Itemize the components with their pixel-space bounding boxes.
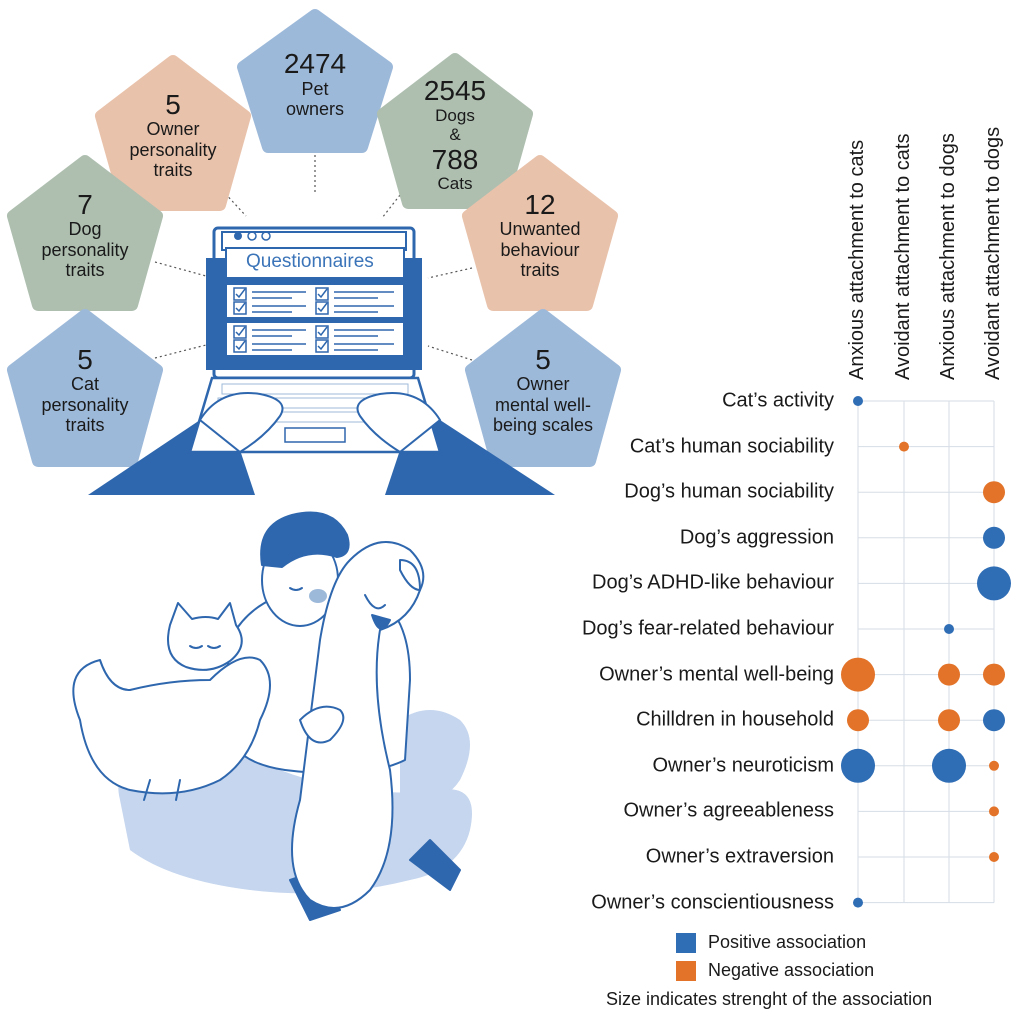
association-bubble	[938, 663, 960, 686]
association-bubble	[983, 709, 1005, 732]
dogs-label: Dogs	[435, 105, 475, 125]
association-bubble	[899, 441, 909, 452]
row-label: Cat’s activity	[722, 389, 834, 412]
checkbox-icon	[315, 339, 329, 353]
owner-wellbeing-label: Owner mental well- being scales	[492, 374, 594, 435]
row-label: Dog’s human sociability	[624, 480, 834, 503]
association-bubble	[989, 760, 999, 771]
cat-personality-label: Cat personality traits	[41, 374, 129, 435]
association-bubble	[847, 709, 869, 732]
dog-personality-count: 7	[77, 189, 93, 221]
positive-swatch-icon	[676, 932, 696, 953]
association-bubble	[983, 481, 1005, 504]
pet-owners-label: Pet owners	[285, 78, 345, 119]
matrix-bubbles	[841, 396, 1011, 908]
window-dot-icon	[247, 231, 257, 241]
row-label: Owner’s mental well-being	[599, 663, 834, 686]
row-label: Dog’s ADHD-like behaviour	[592, 571, 834, 594]
pentagon-cat-personality: 5 Cat personality traits	[7, 309, 163, 467]
window-dot-icon	[234, 232, 242, 240]
row-label: Owner’s conscientiousness	[591, 891, 834, 914]
legend-positive: Positive association	[676, 932, 866, 953]
checkbox-icon	[315, 301, 329, 315]
association-bubble	[932, 748, 966, 783]
checkbox-icon	[233, 301, 247, 315]
association-bubble	[983, 663, 1005, 686]
window-dot-icon	[261, 231, 271, 241]
legend-negative-label: Negative association	[708, 960, 875, 980]
row-label: Chilldren in household	[636, 708, 834, 731]
association-bubble	[989, 852, 999, 862]
dog-personality-label: Dog personality traits	[41, 219, 129, 280]
association-bubble	[853, 396, 863, 406]
checkbox-icon	[233, 287, 247, 301]
pet-owners-count: 2474	[283, 48, 347, 80]
column-label: Avoidant attachment to cats	[892, 133, 914, 380]
row-label: Dog’s aggression	[679, 526, 834, 549]
checkbox-icon	[315, 325, 329, 339]
column-label: Avoidant attachment to dogs	[982, 126, 1004, 380]
cats-count: 788	[431, 143, 479, 175]
row-label: Dog’s fear-related behaviour	[581, 617, 834, 640]
checkbox-icon	[233, 325, 247, 339]
matrix-grid	[857, 400, 995, 904]
cats-label: Cats	[437, 174, 473, 194]
pentagon-owner-personality: 5 Owner personality traits	[95, 55, 251, 211]
row-label: Owner’s extraversion	[645, 845, 834, 868]
association-bubble	[944, 624, 954, 634]
column-label: Anxious attachment to cats	[846, 139, 868, 380]
legend-negative: Negative association	[676, 960, 874, 981]
association-bubble	[938, 709, 960, 732]
association-bubble	[989, 806, 999, 817]
pentagon-unwanted-behaviour: 12 Unwanted behaviour traits	[462, 155, 618, 311]
association-bubble	[853, 897, 863, 908]
pentagon-owner-wellbeing: 5 Owner mental well- being scales	[465, 309, 621, 467]
unwanted-behaviour-label: Unwanted behaviour traits	[499, 219, 581, 280]
owner-wellbeing-count: 5	[535, 344, 551, 376]
cat-personality-count: 5	[77, 344, 93, 376]
row-label: Owner’s neuroticism	[652, 754, 834, 777]
owner-personality-label: Owner personality traits	[129, 119, 217, 180]
legend-positive-label: Positive association	[708, 932, 867, 952]
pentagon-pet-owners: 2474 Pet owners	[237, 9, 393, 153]
legend-size-note: Size indicates strenght of the associati…	[606, 989, 933, 1009]
owner-personality-count: 5	[165, 89, 181, 121]
unwanted-behaviour-count: 12	[524, 189, 556, 221]
association-bubble	[841, 657, 875, 692]
negative-swatch-icon	[676, 960, 696, 981]
column-label: Anxious attachment to dogs	[937, 133, 959, 380]
pentagon-dog-personality: 7 Dog personality traits	[7, 155, 163, 311]
row-label: Cat’s human sociability	[629, 435, 834, 458]
row-label: Owner’s agreeableness	[623, 799, 835, 822]
association-bubble	[977, 566, 1011, 601]
checkbox-icon	[233, 339, 247, 353]
ampersand: &	[449, 125, 461, 145]
pentagon-dogs-cats: 2545 Dogs & 788 Cats	[377, 53, 533, 209]
checkbox-icon	[315, 287, 329, 301]
dogs-count: 2545	[423, 75, 487, 107]
association-bubble	[841, 748, 875, 783]
questionnaires-title: Questionnaires	[246, 251, 374, 272]
association-bubble	[983, 526, 1005, 549]
